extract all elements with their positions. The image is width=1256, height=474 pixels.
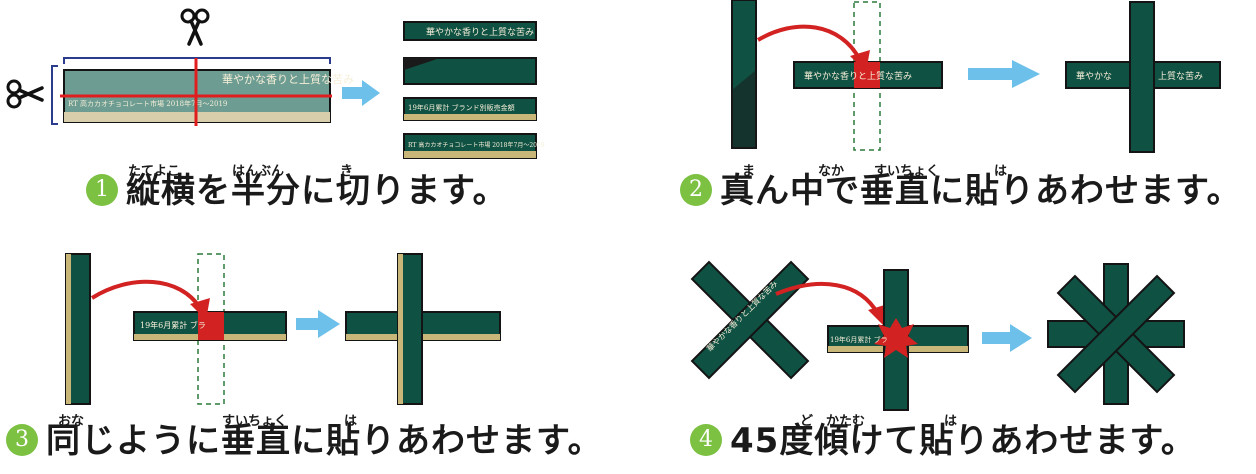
strip-label: 上質な苦み <box>1158 70 1203 82</box>
arrow-right-icon <box>982 324 1032 352</box>
cut-strip <box>403 57 537 85</box>
ruby-reading: すいちょく <box>874 164 940 179</box>
scissors-icon <box>6 79 44 109</box>
stripe-label: 華やかな香りと上質な苦み <box>222 72 354 86</box>
strip-label: 華やかな <box>1076 70 1112 82</box>
ruby-reading: は <box>994 164 1008 179</box>
strip-label: 19年6月累計 ブラ <box>140 320 206 330</box>
ruby-reading: ど <box>800 414 814 429</box>
step2-illustration: 華やかな香りと上質な苦み 華やかな 上質な苦み <box>731 0 1221 153</box>
curved-arrow-icon <box>756 24 870 72</box>
scissors-icon <box>180 8 210 46</box>
ruby-reading: かたむ <box>826 414 866 429</box>
step4-caption: 4 45度傾けて貼りあわせます。 <box>690 422 1196 460</box>
step-number-badge: 1 <box>86 174 118 206</box>
step3-illustration: 19年6月累計 ブラ <box>65 253 501 405</box>
step3-caption: 3 同じように垂直に貼りあわせます。 <box>6 422 603 460</box>
curved-arrow-icon <box>90 279 210 320</box>
cut-strip: 華やかな香りと上質な苦み <box>403 21 537 41</box>
vertical-strip <box>731 0 757 149</box>
ruby-reading: おな <box>58 414 85 429</box>
step1-caption: 1 縦横を半分に切ります。 <box>86 172 508 210</box>
ruby-reading: たてよこ <box>128 164 181 179</box>
cut-strip: RT 高カカオチョコレート市場 2018年7月～2019 <box>403 133 545 159</box>
horizontal-strip: 華やかな香りと上質な苦み <box>793 61 943 89</box>
step2-caption: 2 真ん中で垂直に貼りあわせます。 <box>680 172 1242 210</box>
step-number-badge: 4 <box>690 424 722 456</box>
step-caption-text: 真ん中で垂直に貼りあわせます。 <box>720 171 1242 211</box>
ruby-reading: はんぶん <box>232 164 285 179</box>
cross-with-target: 19年6月累計 ブラ <box>827 269 969 411</box>
arrow-right-icon <box>968 60 1040 88</box>
result-cross <box>345 253 501 405</box>
ruby-reading: き <box>340 164 354 179</box>
ruby-reading: は <box>944 414 958 429</box>
height-bracket <box>51 65 58 125</box>
strip-label: RT 高カカオチョコレート市場 2018年7月～2019 <box>408 141 545 149</box>
stripe-small-label: RT 高カカオチョコレート市場 2018年7月～2019 <box>68 99 227 108</box>
strip-label: 19年6月累計 ブランド別販売金額 <box>408 103 515 112</box>
horizontal-strip: 19年6月累計 ブラ <box>133 311 287 341</box>
step-number-badge: 2 <box>680 174 712 206</box>
result-star <box>1047 263 1185 405</box>
step-caption-text: 45度傾けて貼りあわせます。 <box>730 421 1196 461</box>
diagonal-x: 華やかな香りと上質な苦み <box>690 260 810 380</box>
result-cross: 華やかな 上質な苦み <box>1065 1 1221 153</box>
arrow-right-icon <box>342 80 380 106</box>
step-caption-text: 縦横を半分に切ります。 <box>126 171 508 211</box>
step4-illustration: 華やかな香りと上質な苦み 19年6月累計 ブラ <box>690 260 1185 411</box>
ruby-reading: ま <box>742 164 756 179</box>
vertical-strip <box>65 253 91 405</box>
strip-label: 19年6月累計 ブラ <box>830 335 888 344</box>
step-number-badge: 3 <box>6 424 38 456</box>
strip-label: 華やかな香りと上質な苦み <box>426 26 534 38</box>
ruby-reading: なか <box>818 164 845 179</box>
ruby-reading: は <box>344 414 358 429</box>
strip-label: 華やかな香りと上質な苦み <box>804 70 912 82</box>
cut-strip: 19年6月累計 ブランド別販売金額 <box>403 97 537 121</box>
step1-illustration: 華やかな香りと上質な苦み RT 高カカオチョコレート市場 2018年7月～201… <box>6 8 545 159</box>
step-caption-text: 同じように垂直に貼りあわせます。 <box>46 421 603 461</box>
ruby-reading: すいちょく <box>222 414 288 429</box>
arrow-right-icon <box>296 310 340 338</box>
